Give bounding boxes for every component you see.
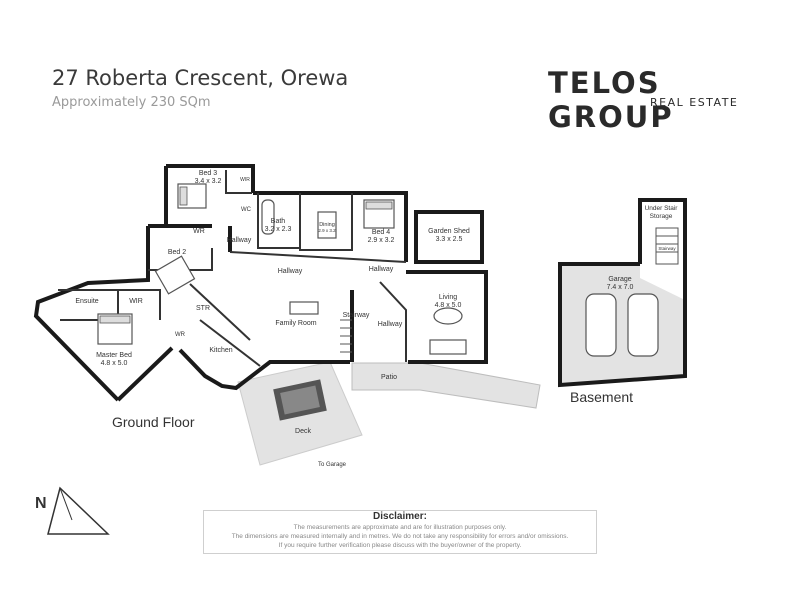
wall-garage: [558, 262, 687, 388]
label-stairway-b: Stairway: [658, 246, 676, 251]
label-under-stair: Under Stair: [645, 205, 679, 212]
north-compass-icon: N: [35, 486, 110, 535]
label-wc: WC: [241, 207, 252, 213]
label-garage: Garage: [608, 276, 631, 283]
label-wir: WIR: [129, 298, 143, 305]
label-garage-size: 7.4 x 7.0: [607, 284, 634, 291]
deck-table-icon: [273, 379, 327, 421]
label-master-bed-size: 4.8 x 5.0: [101, 360, 128, 367]
living-sofa-icon: [429, 339, 467, 355]
bed4-bed-icon: [363, 199, 395, 229]
wall-wir: [118, 289, 161, 320]
label-stairway: Stairway: [343, 312, 370, 319]
disclaimer-line-2: The dimensions are measured internally a…: [231, 533, 569, 540]
wall-left-angle: [33, 226, 150, 402]
wall-dining-inner: [299, 193, 353, 251]
label-garden-shed: Garden Shed: [428, 228, 470, 235]
master-bed-icon: [97, 313, 133, 345]
label-deck: Deck: [295, 428, 311, 435]
wall-bath-top: [253, 191, 408, 262]
disclaimer-title: Disclaimer:: [373, 511, 427, 522]
label-hallway-b: Hallway: [278, 268, 303, 275]
patio-area: [351, 362, 541, 409]
wall-kitchen-bottom: [178, 348, 350, 391]
label-storage: Storage: [650, 213, 673, 220]
label-patio: Patio: [381, 374, 397, 381]
label-family-room: Family Room: [275, 320, 316, 327]
basement-stairs-icon: [655, 227, 679, 265]
floor-area: Approximately 230 SQm: [52, 95, 211, 110]
label-dining-size: 2.9 x 3.2: [318, 228, 336, 233]
disclaimer-box: Disclaimer: The measurements are approxi…: [203, 510, 597, 554]
bath-tub-icon: [261, 199, 275, 235]
label-wr: WR: [193, 228, 205, 235]
label-bed3-size: 3.4 x 3.2: [195, 178, 222, 185]
wall-bed3: [166, 164, 255, 193]
brand-subtitle: REAL ESTATE: [650, 96, 739, 109]
compass-label: N: [35, 495, 47, 512]
label-bath-size: 3.2 x 2.3: [265, 226, 292, 233]
bed3-bed-icon: [177, 183, 207, 209]
label-bed2: Bed 2: [168, 249, 186, 256]
label-bath: Bath: [271, 218, 286, 225]
label-bed4-size: 2.9 x 3.2: [368, 237, 395, 244]
label-str: STR: [196, 305, 210, 312]
label-master-bed: Master Bed: [96, 352, 132, 359]
wall-living: [406, 270, 488, 364]
wall-str: [189, 283, 251, 341]
label-ensuite: Ensuite: [75, 298, 98, 305]
disclaimer-line-3: If you require further verification plea…: [278, 542, 522, 549]
car-icon-2: [627, 293, 659, 357]
label-hallway-d: Hallway: [378, 321, 403, 328]
label-ground-floor: Ground Floor: [112, 414, 195, 430]
wall-bed3-wir: [225, 170, 252, 194]
label-bed3: Bed 3: [199, 170, 217, 177]
label-hallway-c: Hallway: [369, 266, 394, 273]
living-table-icon: [433, 307, 463, 325]
wall-hall2: [379, 281, 407, 362]
wall-hallway-inner: [229, 251, 407, 263]
label-basement: Basement: [570, 389, 633, 405]
label-hallway-a: Hallway: [227, 237, 252, 244]
wall-ensuite: [58, 289, 119, 321]
wall-master-bottom: [116, 346, 174, 402]
stairs-icon: [340, 319, 352, 353]
bed2-bed-icon: [154, 255, 196, 295]
brand-logo: TELOS GROUP: [548, 66, 674, 134]
wall-kitchen-inner: [199, 319, 261, 367]
label-wr2: WR: [175, 332, 186, 338]
label-living: Living: [439, 294, 457, 301]
label-wir-small: WIR: [240, 177, 250, 183]
label-living-size: 4.8 x 5.0: [435, 302, 462, 309]
label-kitchen: Kitchen: [209, 347, 232, 354]
disclaimer-line-1: The measurements are approximate and are…: [293, 524, 507, 531]
dining-table-icon: [317, 211, 337, 239]
wall-under-stair: [638, 198, 687, 300]
property-address: 27 Roberta Crescent, Orewa: [52, 66, 349, 90]
label-to-garage: To Garage: [318, 462, 347, 468]
sofa-icon: [289, 301, 319, 315]
label-dining: Dining: [319, 222, 335, 228]
car-icon-1: [585, 293, 617, 357]
label-garden-shed-size: 3.3 x 2.5: [436, 236, 463, 243]
wall-garden-shed: [414, 210, 484, 264]
label-bed4: Bed 4: [372, 229, 390, 236]
